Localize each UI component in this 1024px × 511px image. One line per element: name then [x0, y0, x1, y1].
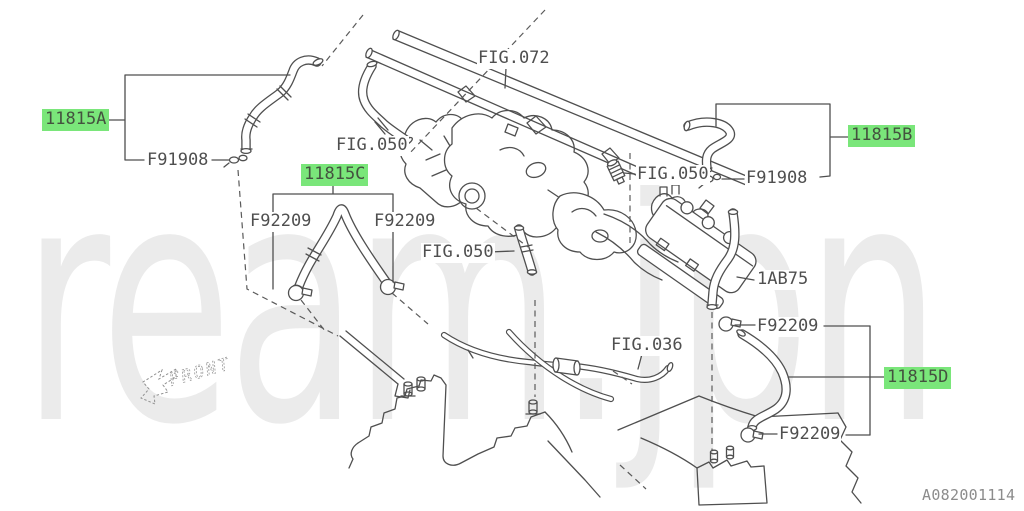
drawing-code: A082001114 — [922, 486, 1016, 504]
part-label-11815d[interactable]: 11815D — [884, 367, 952, 389]
part-label-f92209-right-top[interactable]: F92209 — [756, 316, 820, 337]
part-label-f91908-left[interactable]: F91908 — [146, 150, 210, 171]
part-label-11815a[interactable]: 11815A — [42, 109, 110, 131]
figure-ref-fig036[interactable]: FIG.036 — [610, 335, 684, 356]
figure-ref-fig050-mid[interactable]: FIG.050 — [421, 242, 495, 263]
hose-11815a — [240, 55, 324, 155]
figure-ref-fig050-top[interactable]: FIG.050 — [335, 135, 409, 156]
bolt-icon — [525, 399, 541, 415]
part-label-1ab75[interactable]: 1AB75 — [756, 269, 810, 290]
hose-1ab75 — [706, 208, 740, 311]
grommet-f91908-left — [223, 154, 248, 168]
construction-dashed-lines — [237, 9, 713, 490]
front-arrow: FRONT — [140, 354, 234, 405]
sensor-fig050-right — [606, 159, 626, 185]
part-label-11815b[interactable]: 11815B — [848, 125, 916, 147]
hose-fig050-top — [357, 60, 413, 146]
part-label-11815c[interactable]: 11815C — [301, 164, 369, 186]
figure-ref-fig050-right[interactable]: FIG.050 — [636, 164, 710, 185]
part-label-f92209-right-bottom[interactable]: F92209 — [778, 424, 842, 445]
bolt-icon — [416, 376, 426, 392]
pipe-fig036 — [440, 328, 674, 403]
bolt-icon — [725, 445, 735, 460]
figure-ref-fig072[interactable]: FIG.072 — [477, 48, 551, 69]
bolt-icon — [400, 381, 416, 397]
part-label-f92209-left-a[interactable]: F92209 — [249, 211, 313, 232]
leader-lines — [106, 67, 885, 436]
engine-block-right — [547, 395, 862, 506]
bolt-icon — [709, 449, 719, 464]
valve-cover — [636, 197, 757, 310]
engine-block-left — [339, 330, 573, 469]
hose-fig050-mid — [513, 224, 538, 276]
part-label-f92209-left-b[interactable]: F92209 — [373, 211, 437, 232]
clamp-icon — [718, 316, 742, 332]
front-label: FRONT — [167, 354, 234, 391]
clamp-icon — [740, 427, 764, 443]
clamp-icon — [287, 284, 313, 302]
clamp-icon — [379, 278, 405, 296]
part-label-f91908-right[interactable]: F91908 — [745, 168, 809, 189]
hose-11815b — [683, 117, 736, 173]
hose-11815d — [736, 329, 791, 432]
